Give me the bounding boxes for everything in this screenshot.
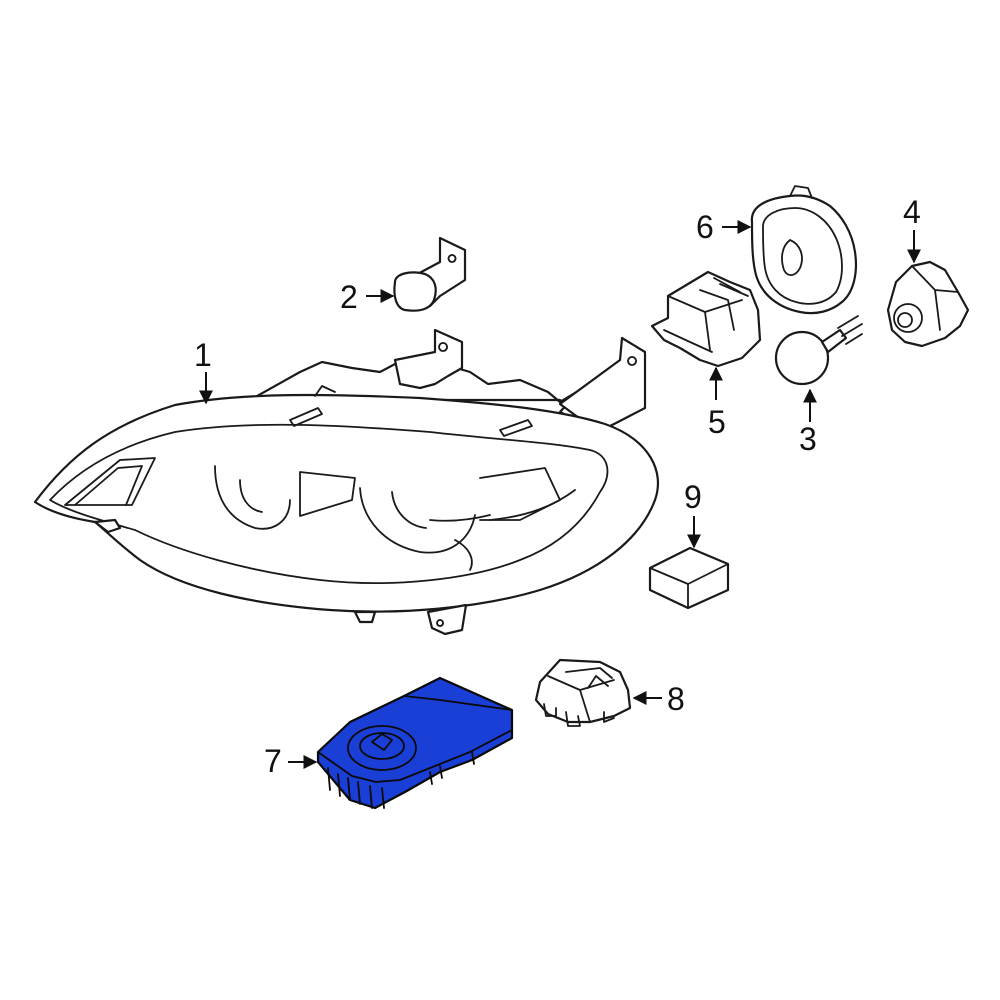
callout-9: 9: [684, 479, 702, 515]
callout-2: 2: [340, 279, 358, 315]
part-6-cover-cap[interactable]: [750, 185, 858, 315]
callout-1: 1: [194, 337, 212, 373]
callout-6: 6: [696, 209, 714, 245]
part-3-bulb[interactable]: [774, 315, 863, 386]
part-7-ballast-control-unit[interactable]: [316, 676, 514, 810]
part-9-module[interactable]: [648, 546, 730, 610]
part-1-headlamp-assembly[interactable]: [33, 328, 660, 636]
callout-3: 3: [799, 421, 817, 457]
part-4-bulb-socket[interactable]: [886, 260, 970, 348]
part-8-connector[interactable]: [534, 658, 632, 727]
callout-labels: 1 2 3 4 5 6 7 8 9: [194, 194, 921, 779]
callout-5: 5: [708, 404, 726, 440]
part-5-socket[interactable]: [650, 270, 762, 368]
callout-7: 7: [264, 743, 282, 779]
part-2-bracket-cap[interactable]: [393, 236, 467, 312]
callout-8: 8: [667, 681, 685, 717]
leader-arrows: [199, 220, 921, 769]
callout-4: 4: [903, 194, 921, 230]
